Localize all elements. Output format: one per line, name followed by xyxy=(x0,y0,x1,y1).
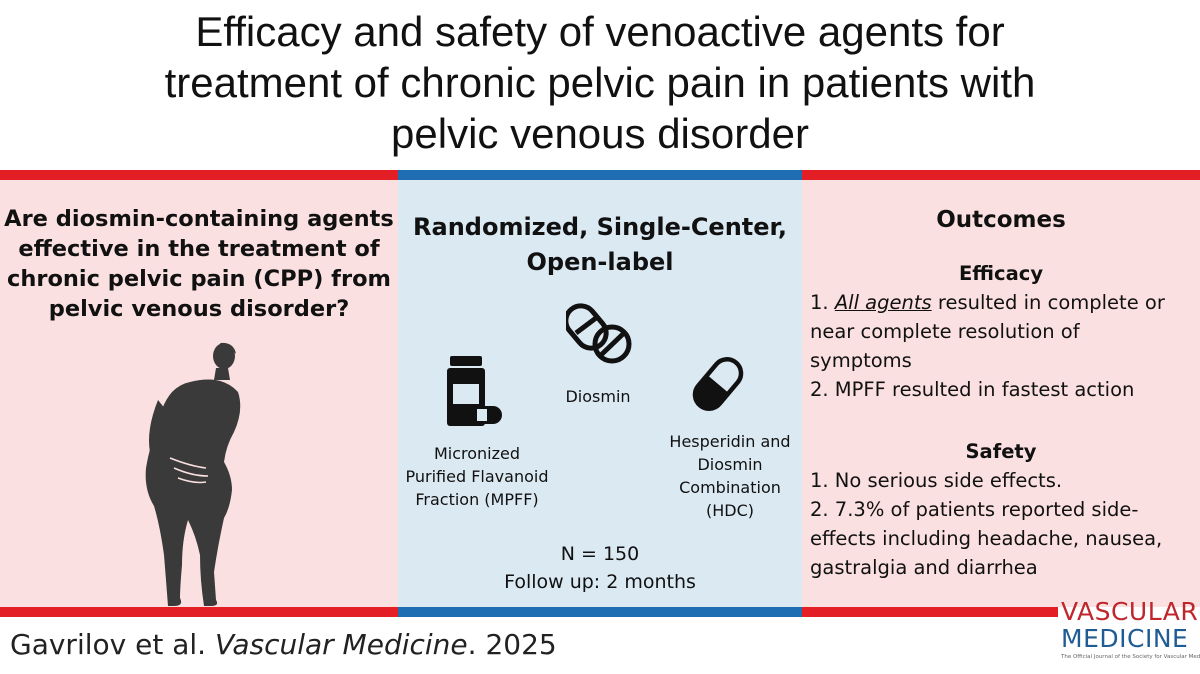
safety-item-1: 1. No serious side effects. xyxy=(810,469,1063,492)
sample-size: N = 150 xyxy=(560,543,640,565)
title-line-3: pelvic venous disorder xyxy=(391,110,809,157)
question-line-3: chronic pelvic pain (CPP) from xyxy=(7,266,391,292)
hdc-line-3: Combination xyxy=(679,478,781,497)
efficacy-item-1-line-2: near complete resolution of xyxy=(810,320,1080,343)
efficacy-item-2: 2. MPFF resulted in fastest action xyxy=(810,378,1135,401)
capsule-icon xyxy=(692,357,744,411)
title-line-1: Efficacy and safety of venoactive agents… xyxy=(195,8,1005,55)
mpff-line-2: Purified Flavanoid xyxy=(405,467,549,486)
question-line-4: pelvic venous disorder? xyxy=(48,296,350,322)
safety-item-2-line-2: effects including headache, nausea, xyxy=(810,527,1163,550)
research-question: Are diosmin-containing agents effective … xyxy=(0,204,398,324)
hdc-line-2: Diosmin xyxy=(697,455,763,474)
design-line-1: Randomized, Single-Center, xyxy=(413,213,787,241)
page-title: Efficacy and safety of venoactive agents… xyxy=(0,6,1200,159)
safety-item-2-line-1: 2. 7.3% of patients reported side- xyxy=(810,498,1139,521)
question-line-2: effective in the treatment of xyxy=(18,236,380,262)
safety-heading: Safety xyxy=(965,440,1037,463)
efficacy-item-1-emphasis: All agents xyxy=(834,291,932,314)
design-line-2: Open-label xyxy=(526,248,674,276)
bottom-bar-middle xyxy=(398,607,802,617)
top-bar-middle xyxy=(398,170,802,180)
sample-info: N = 150 Follow up: 2 months xyxy=(398,540,802,596)
mpff-line-1: Micronized xyxy=(433,444,521,463)
citation-authors: Gavrilov et al. xyxy=(10,628,215,661)
title-line-2: treatment of chronic pelvic pain in pati… xyxy=(164,59,1036,106)
logo-tagline: The Official Journal of the Society for … xyxy=(1061,654,1200,660)
efficacy-heading: Efficacy xyxy=(958,262,1044,285)
safety-item-2-line-3: gastralgia and diarrhea xyxy=(810,556,1038,579)
mpff-line-3: Fraction (MPFF) xyxy=(415,490,539,509)
top-bar-right xyxy=(802,170,1200,180)
hdc-label: Hesperidin and Diosmin Combination (HDC) xyxy=(660,430,800,522)
efficacy-item-1-number: 1. xyxy=(810,291,835,314)
mpff-label: Micronized Purified Flavanoid Fraction (… xyxy=(398,442,556,511)
efficacy-item-1: 1. All agents resulted in complete or xyxy=(810,288,1165,317)
question-panel: Are diosmin-containing agents effective … xyxy=(0,180,398,607)
efficacy-item-1-text: resulted in complete or xyxy=(931,291,1165,314)
efficacy-list: 1. All agents resulted in complete or ne… xyxy=(810,288,1165,404)
pill-bottle-icon xyxy=(447,356,502,426)
study-design-panel: Randomized, Single-Center, Open-label Di… xyxy=(398,180,802,607)
diosmin-label: Diosmin xyxy=(565,387,631,406)
logo-line-1: VASCULAR xyxy=(1061,597,1199,626)
logo-line-2: MEDICINE xyxy=(1061,624,1189,653)
question-line-1: Are diosmin-containing agents xyxy=(4,206,394,232)
citation-year: . 2025 xyxy=(467,628,557,661)
hdc-line-1: Hesperidin and xyxy=(669,432,791,451)
bottom-bar-right xyxy=(802,607,1058,617)
citation-journal: Vascular Medicine xyxy=(214,628,468,661)
outcomes-panel: Outcomes Efficacy 1. All agents resulted… xyxy=(802,180,1200,607)
safety-list: 1. No serious side effects. 2. 7.3% of p… xyxy=(810,466,1162,582)
bottom-bar-left xyxy=(0,607,398,617)
study-design-heading: Randomized, Single-Center, Open-label xyxy=(398,210,802,280)
outcomes-heading: Outcomes xyxy=(936,207,1066,233)
tablets-icon xyxy=(566,303,632,364)
efficacy-item-1-line-3: symptoms xyxy=(810,349,912,372)
citation: Gavrilov et al. Vascular Medicine. 2025 xyxy=(10,628,557,661)
top-bar-left xyxy=(0,170,398,180)
follow-up: Follow up: 2 months xyxy=(504,571,696,593)
journal-logo: VASCULAR MEDICINE The Official Journal o… xyxy=(1061,597,1200,660)
hdc-line-4: (HDC) xyxy=(705,501,754,520)
woman-silhouette-icon xyxy=(145,342,241,606)
